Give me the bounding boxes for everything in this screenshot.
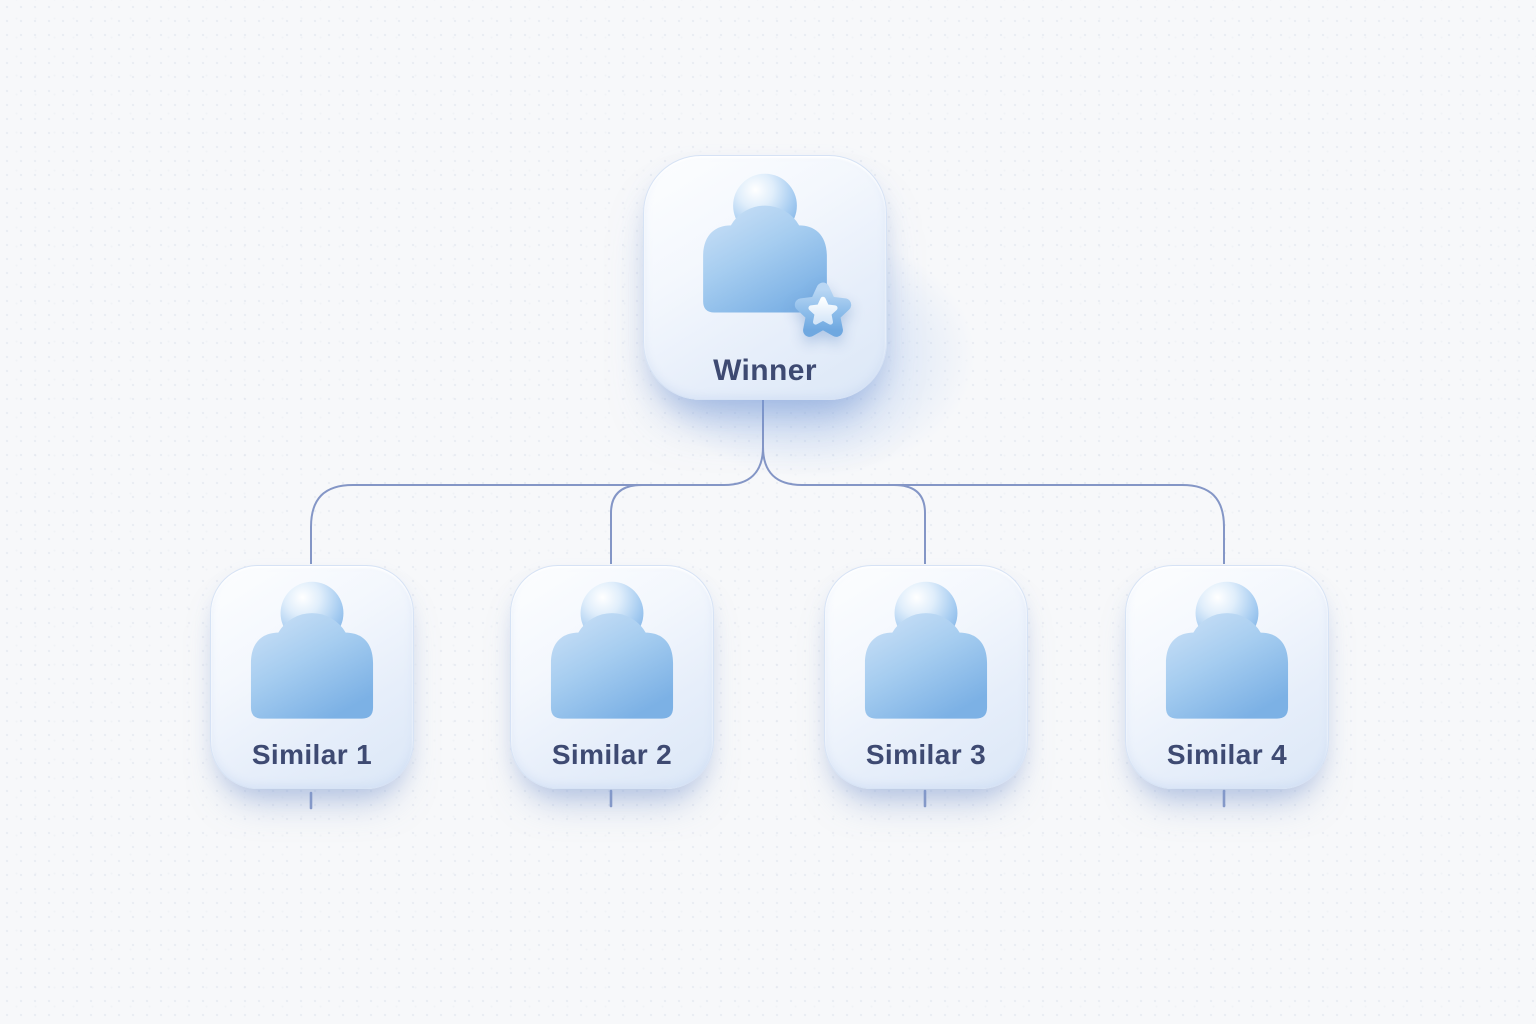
node-label: Similar 1 (251, 739, 373, 770)
winner-node-card: Winner (643, 155, 887, 400)
person-icon (852, 578, 1000, 726)
similar-1-node-card: Similar 1 (210, 565, 414, 789)
star-badge-icon (788, 276, 858, 346)
person-icon (538, 578, 686, 726)
node-label: Similar 3 (865, 739, 987, 770)
person-icon (1153, 578, 1301, 726)
node-label: Similar 2 (551, 739, 673, 770)
node-label: Winner (713, 354, 817, 387)
person-icon (238, 578, 386, 726)
node-label: Similar 4 (1166, 739, 1288, 770)
similar-4-node-card: Similar 4 (1125, 565, 1329, 789)
similar-3-node-card: Similar 3 (824, 565, 1028, 789)
similar-2-node-card: Similar 2 (510, 565, 714, 789)
